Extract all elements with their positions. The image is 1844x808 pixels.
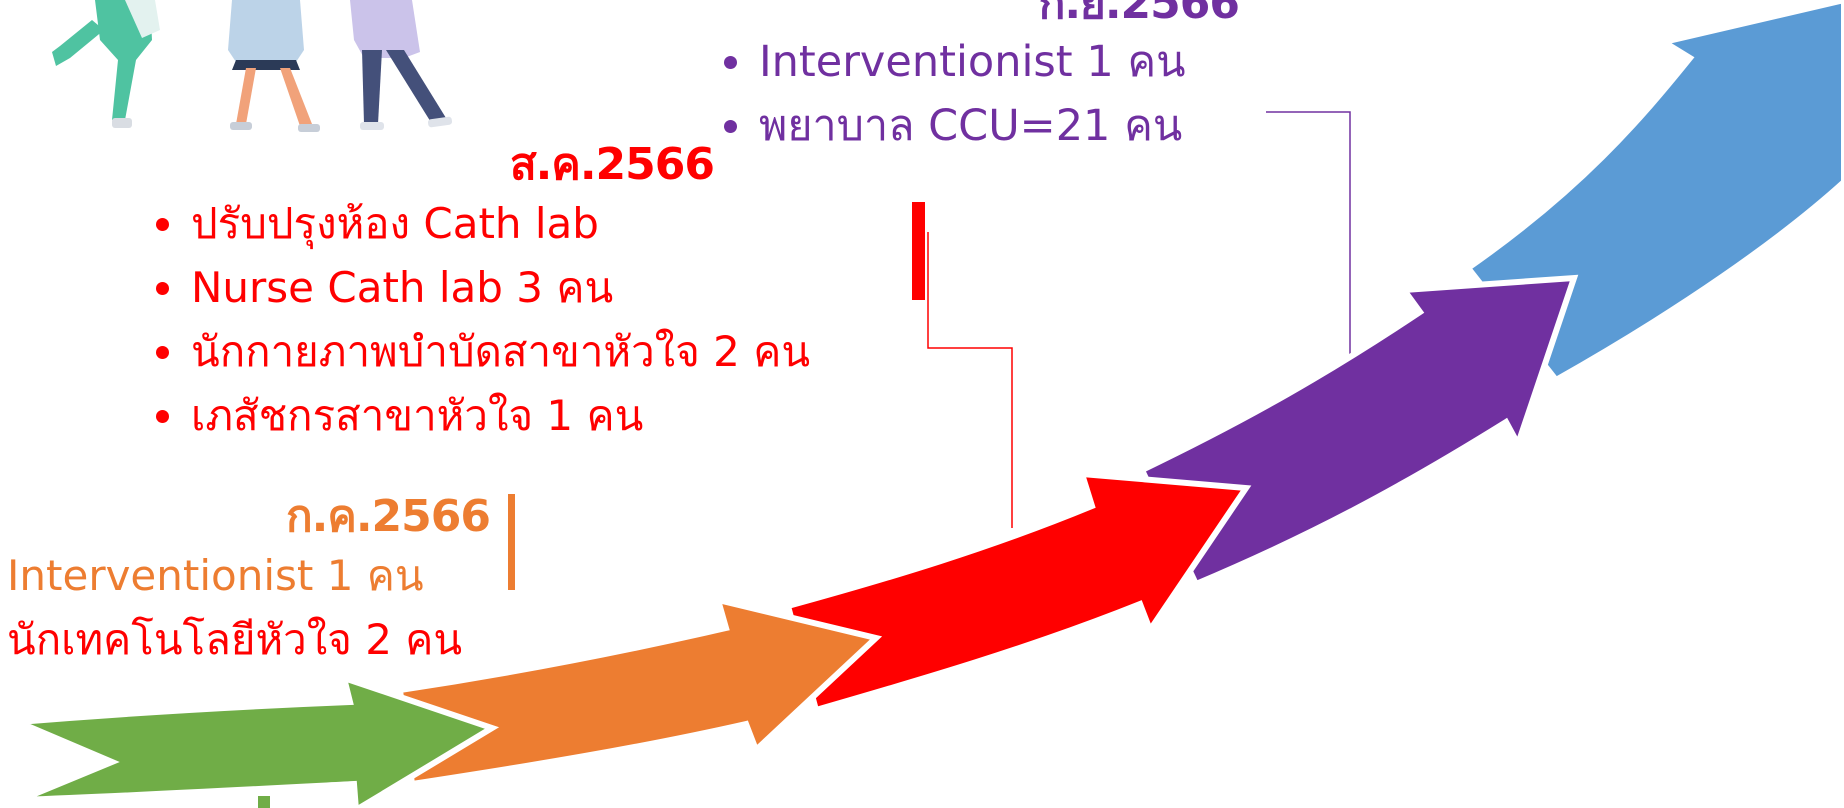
milestone-jul-item: Interventionist 1 คน: [0, 544, 510, 608]
bullet-dot-icon: [724, 55, 737, 69]
bullet-dot-icon: [724, 119, 737, 133]
arrow-green: [16, 673, 500, 808]
milestone-aug-item: นักกายภาพบำบัดสาขาหัวใจ 2 คน: [156, 320, 810, 384]
bullet-dot-icon: [156, 345, 169, 359]
bullet-dot-icon: [156, 409, 169, 423]
bullet-dot-icon: [156, 281, 169, 295]
milestone-aug-title: ส.ค.2566: [509, 139, 715, 190]
milestone-aug-item-text: นักกายภาพบำบัดสาขาหัวใจ 2 คน: [191, 327, 811, 376]
arrow-purple: [1138, 274, 1579, 588]
milestone-jul-item-text: นักเทคโนโลยีหัวใจ 2 คน: [7, 615, 463, 664]
milestone-aug-item-text: Nurse Cath lab 3 คน: [191, 263, 614, 312]
divider-jul: [508, 494, 515, 590]
milestone-jul-list: Interventionist 1 คนนักเทคโนโลยีหัวใจ 2 …: [0, 544, 510, 672]
milestone-sep-item-text: พยาบาล CCU=21 คน: [759, 101, 1183, 151]
bullet-dot-icon: [156, 217, 169, 231]
connector-aug: [927, 232, 1013, 528]
milestone-aug-item: ปรับปรุงห้อง Cath lab: [156, 192, 810, 256]
milestone-aug-item-text: ปรับปรุงห้อง Cath lab: [191, 199, 599, 248]
milestone-sep-list: Interventionist 1 คนพยาบาล CCU=21 คน: [724, 30, 1240, 158]
milestone-aug-item: Nurse Cath lab 3 คน: [156, 256, 810, 320]
milestone-sep: ก.ย.2566 Interventionist 1 คนพยาบาล CCU=…: [640, 0, 1240, 158]
arrow-orange: [396, 595, 883, 788]
milestone-aug-item: เภสัชกรสาขาหัวใจ 1 คน: [156, 384, 810, 448]
connector-sep: [1266, 111, 1351, 354]
milestone-jul-item-text: Interventionist 1 คน: [7, 551, 424, 600]
milestone-sep-item: Interventionist 1 คน: [724, 30, 1240, 94]
milestone-sep-title: ก.ย.2566: [1038, 0, 1240, 29]
arrow-red: [784, 470, 1252, 714]
milestone-aug-item-text: เภสัชกรสาขาหัวใจ 1 คน: [191, 391, 644, 440]
milestone-jul: ก.ค.2566 Interventionist 1 คนนักเทคโนโลย…: [0, 490, 510, 672]
divider-aug: [912, 202, 925, 300]
milestone-jul-title: ก.ค.2566: [286, 491, 491, 542]
medical-staff-illustration-icon: [52, 0, 453, 132]
milestone-jul-item: นักเทคโนโลยีหัวใจ 2 คน: [0, 608, 510, 672]
milestone-sep-item: พยาบาล CCU=21 คน: [724, 94, 1240, 158]
milestone-sep-item-text: Interventionist 1 คน: [759, 37, 1186, 87]
